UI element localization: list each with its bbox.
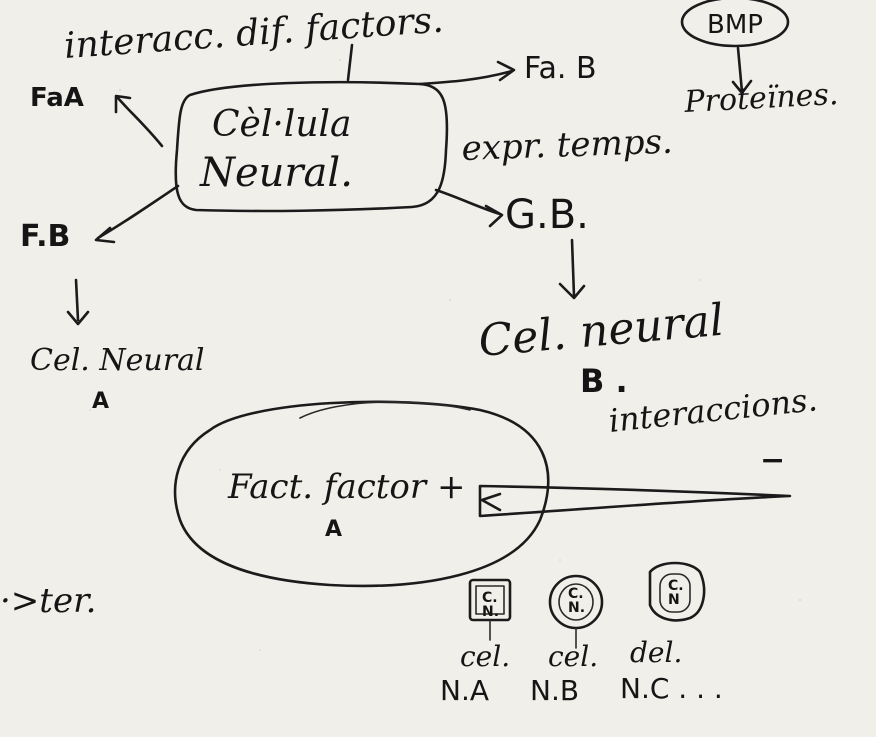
ellipse-overlap-stroke <box>299 401 471 419</box>
paper-texture <box>89 59 801 651</box>
arrow-to-fa-left <box>114 94 164 148</box>
small-cell-a-label2: N.A <box>440 674 489 707</box>
small-cell-a-label1: cel. <box>460 640 510 673</box>
small-cell-c-inner-text2: N <box>668 592 680 608</box>
small-cell-c-shape <box>648 561 706 622</box>
fb-left-label: F.B <box>20 219 70 254</box>
transcription-factor-label: Fact. factor + <box>227 467 465 507</box>
transcription-factor-sub: A <box>325 517 342 542</box>
small-cell-c-label2: N.C . . . <box>620 672 723 705</box>
bmp-label: BMP <box>707 10 763 40</box>
inhibition-wedge <box>478 484 792 518</box>
small-cell-a: C. N. cel. N.A <box>440 578 512 707</box>
bmp-ellipse <box>680 0 790 48</box>
small-cell-a-inner <box>475 585 505 615</box>
minus-sign: − <box>760 443 785 478</box>
arrow-fb-to-cell-a <box>66 278 90 326</box>
small-cell-c-inner-text: C. <box>668 578 684 594</box>
interactions-text: interaccions. <box>607 380 819 440</box>
interactions-factors-text: interacc. dif. factors. <box>63 0 445 67</box>
cell-neural-b-line2: B . <box>580 362 628 400</box>
bmp-to-proteins-arrow <box>731 46 753 95</box>
small-cell-b: C. N. cel. N.B <box>530 574 604 707</box>
small-cell-b-label1: cel. <box>548 640 598 673</box>
neural-cell-line1: Cèl·lula <box>212 104 351 145</box>
small-cell-c-text: C. N <box>668 578 688 608</box>
arrow-to-gb <box>434 188 504 228</box>
small-cell-c-label1: del. <box>630 636 682 669</box>
up-arrow-to-factors <box>346 43 354 82</box>
small-cell-a-inner-text: C. <box>482 590 498 606</box>
proteins-text: Proteïnes. <box>683 77 840 120</box>
left-margin-text: ·>ter. <box>0 581 96 621</box>
small-cell-b-text: C. N. <box>568 586 588 616</box>
arrow-to-fb-left <box>94 184 180 244</box>
small-cell-b-inner <box>558 583 594 621</box>
small-cell-a-inner-text2: N. <box>482 604 499 620</box>
cell-neural-b-line1: Cel. neural <box>477 295 726 367</box>
small-cell-b-inner-text: C. <box>568 586 584 602</box>
cell-neural-a-line1: Cel. Neural <box>30 343 205 378</box>
cell-neural-a-line2: A <box>92 389 109 414</box>
neural-cell-line2: Neural. <box>199 150 353 196</box>
arrow-to-fa-b <box>418 60 516 86</box>
neural-cell-box <box>174 80 449 213</box>
small-cell-c-inner <box>659 573 691 613</box>
temporal-expression-text: expr. temps. <box>461 122 674 169</box>
fa-b-label: Fa. B <box>524 51 597 86</box>
small-cell-b-inner-text2: N. <box>568 600 585 616</box>
small-cell-b-label2: N.B <box>530 674 579 707</box>
fa-left-label: FaA <box>30 83 84 113</box>
gb-label: G.B. <box>505 192 589 238</box>
small-cell-a-text: C. N. <box>482 590 502 620</box>
arrow-gb-to-cell-b <box>558 238 586 300</box>
small-cell-c: C. N del. N.C . . . <box>620 561 723 705</box>
